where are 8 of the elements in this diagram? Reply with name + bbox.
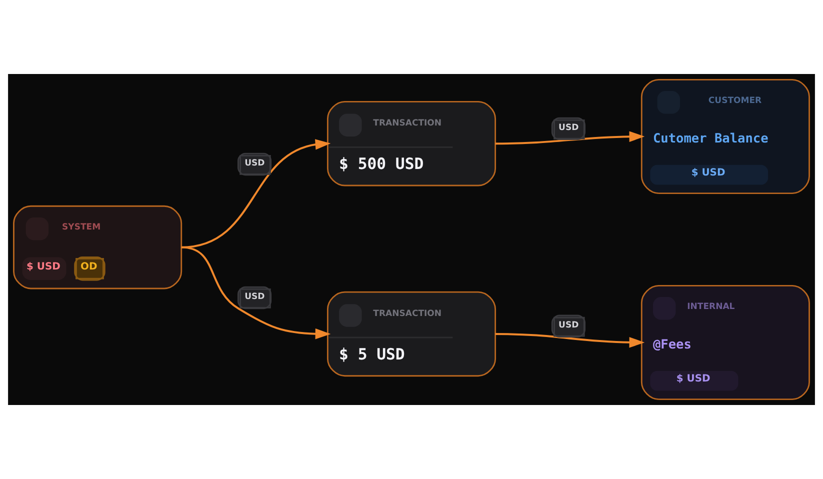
- arrow: [181, 139, 331, 248]
- arrow: [495, 131, 645, 145]
- edge-label: USD: [558, 320, 579, 330]
- arrow: [495, 332, 645, 348]
- edge-label: USD: [244, 158, 265, 168]
- edge-label: USD: [558, 122, 579, 133]
- arrow: [181, 246, 331, 340]
- edge-label: USD: [244, 292, 265, 302]
